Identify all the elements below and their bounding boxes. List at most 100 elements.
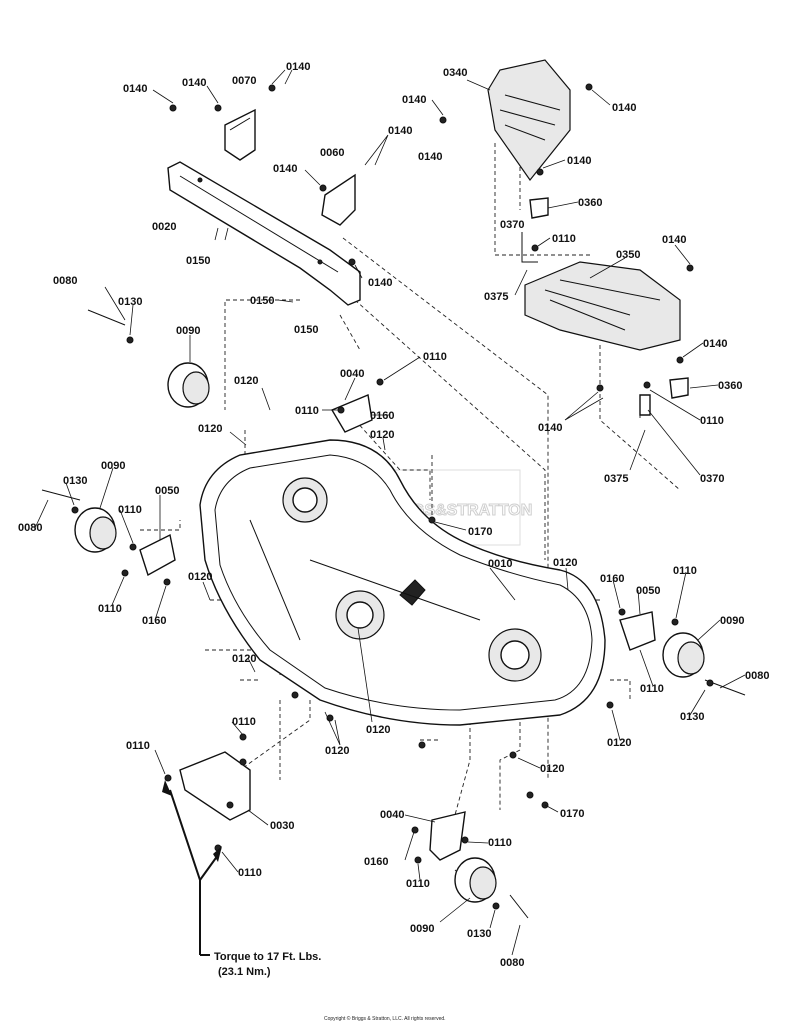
label-0070: 0070 [232, 75, 256, 87]
label-0110: 0110 [118, 504, 142, 516]
label-0140: 0140 [418, 151, 442, 163]
label-0120: 0120 [366, 724, 390, 736]
label-0040: 0040 [380, 809, 404, 821]
caster-bracket-0040-top [330, 394, 373, 433]
rod-0370-lower [639, 394, 651, 416]
torque-note-line2: (23.1 Nm.) [218, 966, 271, 978]
label-0350: 0350 [616, 249, 640, 261]
label-0080: 0080 [500, 957, 524, 969]
label-0050: 0050 [636, 585, 660, 597]
label-0360: 0360 [578, 197, 602, 209]
label-0060: 0060 [320, 147, 344, 159]
label-0110: 0110 [295, 405, 319, 417]
label-0140: 0140 [567, 155, 591, 167]
deck-shield-0340 [487, 59, 571, 182]
label-0110: 0110 [423, 351, 447, 363]
caster-bracket-0040-bottom [429, 811, 466, 861]
label-0140: 0140 [538, 422, 562, 434]
label-0080: 0080 [745, 670, 769, 682]
mounting-bracket-0020 [167, 161, 361, 306]
label-0110: 0110 [238, 867, 262, 879]
label-0050: 0050 [155, 485, 179, 497]
bracket-0360-lower [669, 377, 689, 399]
label-0090: 0090 [410, 923, 434, 935]
label-0120: 0120 [607, 737, 631, 749]
gauge-wheel-0090-right [662, 632, 705, 678]
label-0120: 0120 [188, 571, 212, 583]
label-0020: 0020 [152, 221, 176, 233]
label-0150: 0150 [294, 324, 318, 336]
label-0130: 0130 [680, 711, 704, 723]
caster-bracket-0050-left [139, 533, 176, 577]
label-0110: 0110 [673, 565, 697, 577]
label-0375: 0375 [604, 473, 628, 485]
gauge-wheel-0090-upper-left [167, 362, 210, 408]
label-0150: 0150 [250, 295, 274, 307]
mower-deck-0010 [199, 439, 606, 726]
label-0375: 0375 [484, 291, 508, 303]
torque-note-line1: Torque to 17 Ft. Lbs. [214, 951, 321, 963]
label-0140: 0140 [123, 83, 147, 95]
label-0140: 0140 [182, 77, 206, 89]
label-0170: 0170 [560, 808, 584, 820]
label-0130: 0130 [63, 475, 87, 487]
label-0170: 0170 [468, 526, 492, 538]
label-0110: 0110 [232, 716, 256, 728]
label-0160: 0160 [370, 410, 394, 422]
bracket-0070 [224, 108, 256, 161]
label-0090: 0090 [176, 325, 200, 337]
label-0160: 0160 [142, 615, 166, 627]
gauge-wheel-0090-left [74, 507, 117, 553]
label-0130: 0130 [118, 296, 142, 308]
axle-bolts-0080 [41, 309, 746, 919]
gauge-wheel-0090-bottom [454, 857, 497, 903]
label-0160: 0160 [364, 856, 388, 868]
label-0120: 0120 [370, 429, 394, 441]
label-0150: 0150 [186, 255, 210, 267]
label-0080: 0080 [53, 275, 77, 287]
label-0140: 0140 [388, 125, 412, 137]
callout-labels: 0140 0140 0070 0140 0140 0060 0140 0020 … [18, 61, 769, 969]
torque-arrows [162, 780, 222, 956]
label-0080: 0080 [18, 522, 42, 534]
label-0090: 0090 [720, 615, 744, 627]
label-0030: 0030 [270, 820, 294, 832]
label-0340: 0340 [443, 67, 467, 79]
label-0120: 0120 [325, 745, 349, 757]
label-0140: 0140 [273, 163, 297, 175]
label-0160: 0160 [600, 573, 624, 585]
label-0110: 0110 [552, 233, 576, 245]
label-0140: 0140 [703, 338, 727, 350]
label-0110: 0110 [406, 878, 430, 890]
label-0110: 0110 [488, 837, 512, 849]
label-0120: 0120 [540, 763, 564, 775]
label-0090: 0090 [101, 460, 125, 472]
label-0120: 0120 [553, 557, 577, 569]
bracket-0360-upper [529, 197, 549, 219]
label-0370: 0370 [700, 473, 724, 485]
label-0110: 0110 [126, 740, 150, 752]
torque-note: Torque to 17 Ft. Lbs. (23.1 Nm.) [214, 951, 321, 978]
leader-lines [34, 69, 746, 956]
label-0140: 0140 [402, 94, 426, 106]
label-0130: 0130 [467, 928, 491, 940]
label-0110: 0110 [98, 603, 122, 615]
bracket-0030 [179, 751, 251, 821]
label-0120: 0120 [198, 423, 222, 435]
label-0010: 0010 [488, 558, 512, 570]
label-0140: 0140 [286, 61, 310, 73]
label-0140: 0140 [612, 102, 636, 114]
label-0120: 0120 [234, 375, 258, 387]
label-0370: 0370 [500, 219, 524, 231]
label-0110: 0110 [700, 415, 724, 427]
label-0140: 0140 [662, 234, 686, 246]
bracket-0060 [321, 173, 356, 226]
label-0140: 0140 [368, 277, 392, 289]
label-0360: 0360 [718, 380, 742, 392]
label-0120: 0120 [232, 653, 256, 665]
label-0110: 0110 [640, 683, 664, 695]
caster-bracket-0050-right [619, 611, 656, 651]
copyright-notice: Copyright © Briggs & Stratton, LLC. All … [324, 1015, 446, 1022]
label-0040: 0040 [340, 368, 364, 380]
